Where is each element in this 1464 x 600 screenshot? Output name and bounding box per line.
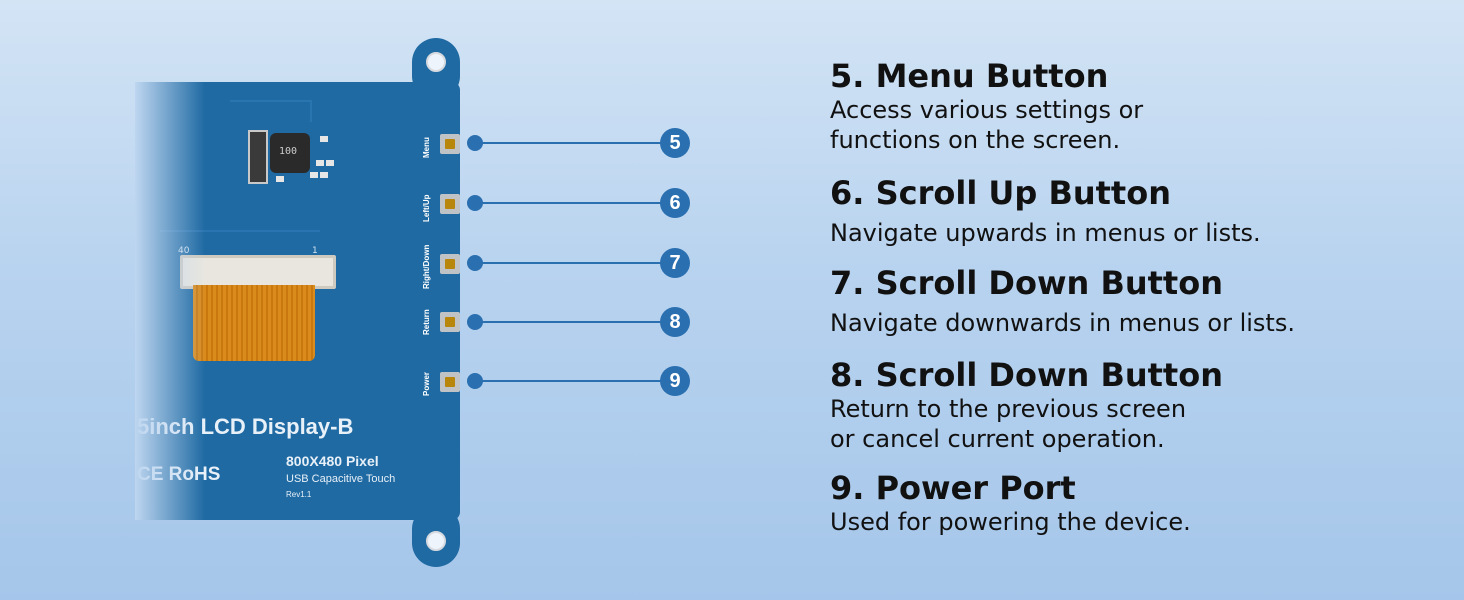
description-title: 9. Power Port xyxy=(830,469,1076,507)
smd-part xyxy=(316,160,324,166)
smd-part xyxy=(320,172,328,178)
pcb-trace xyxy=(160,230,320,233)
pin-number-end: 1 xyxy=(312,246,318,256)
description-text: Navigate upwards in menus or lists. xyxy=(830,218,1261,247)
description-text: Access various settings or xyxy=(830,95,1144,124)
mounting-hole-top xyxy=(426,52,446,72)
description-menu-button: 5. Menu Button Access various settings o… xyxy=(830,58,1143,155)
description-title: 6. Scroll Up Button xyxy=(830,174,1171,212)
callout-badge-5: 5 xyxy=(660,128,690,158)
mounting-tab-top xyxy=(412,38,460,100)
flex-cable xyxy=(193,285,315,361)
description-text: Return to the previous screen xyxy=(830,394,1187,423)
chip-marking: 100 xyxy=(279,146,298,157)
button-label-menu: Menu xyxy=(422,137,431,158)
revision-label: Rev1.1 xyxy=(286,490,312,499)
callout-line-8 xyxy=(475,321,661,323)
callout-badge-8: 8 xyxy=(660,307,690,337)
description-title: 8. Scroll Down Button xyxy=(830,356,1223,394)
description-title: 7. Scroll Down Button xyxy=(830,264,1223,302)
button-label-right-down: Right/Down xyxy=(422,244,431,289)
callout-badge-6: 6 xyxy=(660,188,690,218)
mounting-hole-bottom xyxy=(426,531,446,551)
smd-part xyxy=(310,172,318,178)
pcb-trace xyxy=(230,100,312,122)
callout-line-9 xyxy=(475,380,661,382)
callout-line-7 xyxy=(475,262,661,264)
mounting-tab-bottom xyxy=(412,505,460,567)
description-text: Navigate downwards in menus or lists. xyxy=(830,308,1295,337)
left-up-switch xyxy=(440,194,460,214)
callout-badge-7: 7 xyxy=(660,248,690,278)
button-label-left-up: Left/Up xyxy=(422,194,431,222)
board-fade-edge xyxy=(135,82,205,520)
button-label-power: Power xyxy=(422,371,431,396)
capacitor xyxy=(248,130,268,184)
description-text: Used for powering the device. xyxy=(830,507,1191,536)
description-title: 5. Menu Button xyxy=(830,57,1109,95)
callout-line-6 xyxy=(475,202,661,204)
button-label-return: Return xyxy=(422,309,431,335)
description-return-button: 8. Scroll Down Button Return to the prev… xyxy=(830,357,1223,454)
smd-part xyxy=(320,136,328,142)
description-scroll-down-button: 7. Scroll Down Button Navigate downwards… xyxy=(830,265,1295,338)
description-text: functions on the screen. xyxy=(830,125,1121,154)
resolution-label: 800X480 Pixel xyxy=(286,453,379,469)
menu-switch xyxy=(440,134,460,154)
description-text: or cancel current operation. xyxy=(830,424,1165,453)
smd-part xyxy=(326,160,334,166)
inductor-chip: 100 xyxy=(270,133,310,173)
right-down-switch xyxy=(440,254,460,274)
power-switch xyxy=(440,372,460,392)
callout-line-5 xyxy=(475,142,661,144)
return-switch xyxy=(440,312,460,332)
description-scroll-up-button: 6. Scroll Up Button Navigate upwards in … xyxy=(830,175,1261,248)
smd-part xyxy=(276,176,284,182)
callout-badge-9: 9 xyxy=(660,366,690,396)
description-power-port: 9. Power Port Used for powering the devi… xyxy=(830,470,1191,537)
touch-label: USB Capacitive Touch xyxy=(286,473,396,485)
